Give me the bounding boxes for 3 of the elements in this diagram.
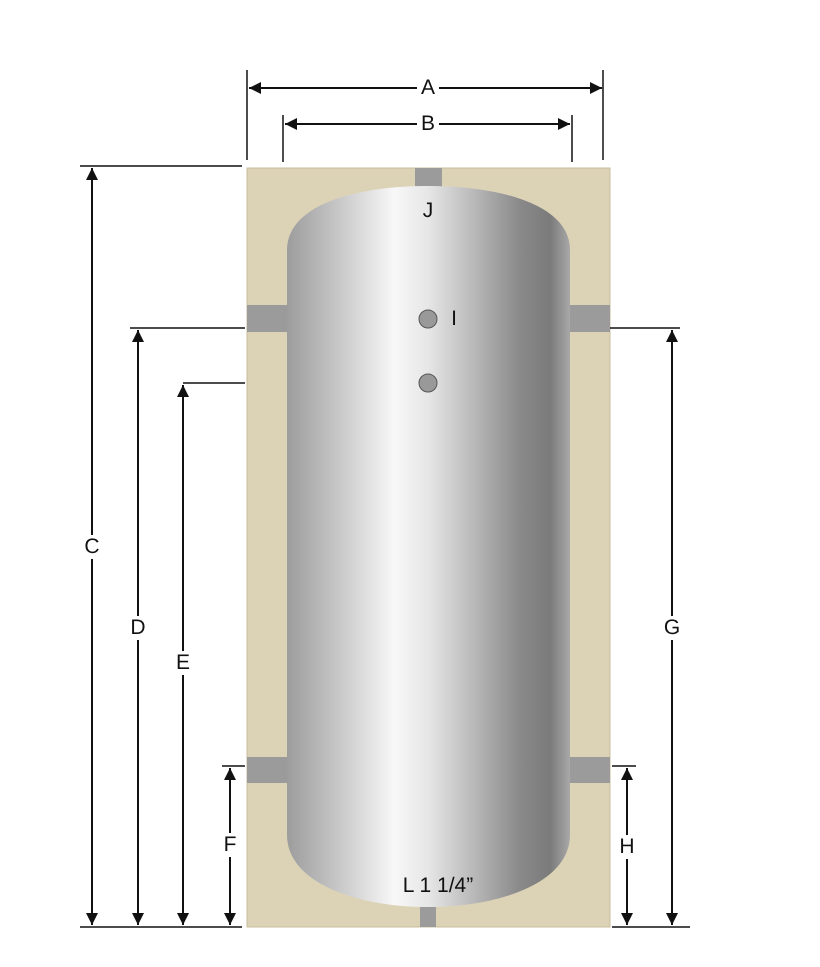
port-label: I [450,307,458,331]
port-label: J [422,199,434,223]
port-label: L 1 1/4” [402,874,474,898]
